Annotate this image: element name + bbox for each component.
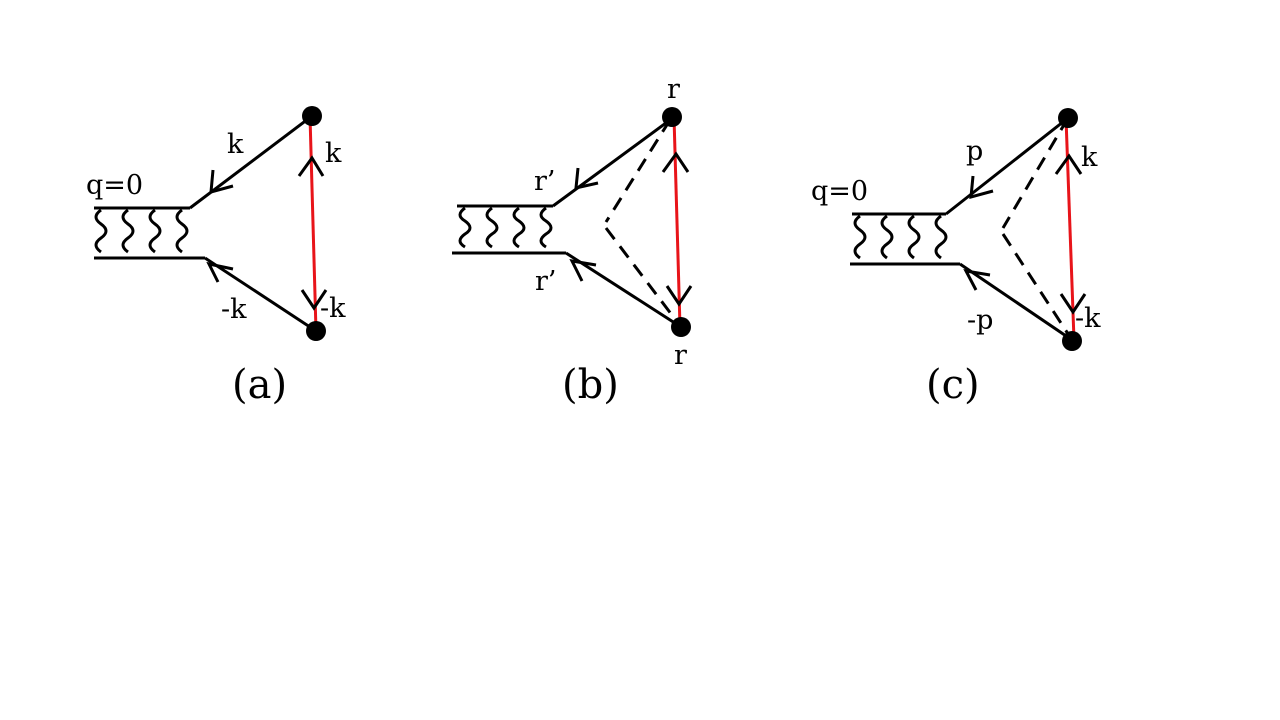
red-line bbox=[1064, 117, 1076, 341]
red-line bbox=[672, 116, 682, 328]
caption-a: (a) bbox=[232, 362, 287, 408]
top-fermion-line bbox=[945, 116, 1069, 216]
dashed-lines bbox=[1001, 117, 1074, 341]
dashed-bottom bbox=[604, 227, 683, 328]
vertex-bottom bbox=[306, 321, 326, 341]
wavy-line bbox=[880, 214, 894, 260]
diagram-b: r r r’ r’ (b) bbox=[452, 74, 693, 408]
dashed-top bbox=[604, 119, 672, 223]
dashed-lines bbox=[604, 119, 683, 328]
bottom-fermion-line bbox=[204, 256, 317, 333]
red-line-arrows bbox=[1054, 153, 1087, 315]
bottom-line-label: -k bbox=[221, 294, 247, 325]
bottom-vertex-label: r bbox=[674, 340, 687, 371]
wavy-line bbox=[121, 208, 135, 254]
arrow-bottom bbox=[963, 269, 991, 291]
top-line-label: k bbox=[227, 129, 244, 160]
arrow-top bbox=[209, 169, 234, 195]
wavy-label: q=0 bbox=[811, 176, 868, 207]
fermion-lines bbox=[552, 118, 682, 329]
wavy-propagator bbox=[94, 206, 205, 260]
wavy-propagator bbox=[850, 212, 960, 266]
fermion-lines bbox=[189, 114, 317, 333]
wavy-label: q=0 bbox=[86, 170, 143, 201]
wavy-line bbox=[853, 214, 867, 260]
wavy-line bbox=[148, 208, 162, 254]
arrow-bottom bbox=[569, 259, 597, 282]
bottom-line-label: r’ bbox=[535, 266, 557, 297]
red-top-label: k bbox=[1081, 142, 1098, 173]
arrow-up bbox=[297, 155, 325, 177]
red-top-label: k bbox=[325, 138, 342, 169]
arrow-down bbox=[300, 289, 328, 311]
top-vertex-label: r bbox=[667, 74, 680, 105]
diagram-a: q=0 k -k k -k (a) bbox=[86, 106, 346, 408]
wavy-line bbox=[94, 208, 108, 254]
bottom-fermion-line bbox=[959, 262, 1073, 342]
top-line-label: r’ bbox=[534, 166, 556, 197]
bottom-fermion-line bbox=[565, 251, 682, 329]
red-line-arrows bbox=[297, 155, 328, 311]
top-fermion-line bbox=[189, 114, 313, 210]
vertex-bottom bbox=[1062, 331, 1082, 351]
vertex-bottom bbox=[671, 317, 691, 337]
arrow-top bbox=[969, 175, 994, 200]
wavy-line bbox=[539, 206, 553, 249]
vertex-top bbox=[1058, 108, 1078, 128]
arrow-bottom bbox=[206, 261, 234, 283]
vertex-top bbox=[302, 106, 322, 126]
wavy-line bbox=[934, 214, 948, 260]
arrow-down bbox=[665, 285, 693, 307]
red-line bbox=[308, 115, 318, 332]
top-line-label: p bbox=[966, 136, 983, 167]
arrow-up bbox=[661, 151, 690, 173]
red-line-arrows bbox=[661, 151, 693, 307]
vertex-top bbox=[662, 107, 682, 127]
wavy-line bbox=[485, 206, 499, 249]
caption-c: (c) bbox=[926, 362, 980, 408]
red-bottom-label: -k bbox=[1075, 303, 1101, 334]
arrow-down bbox=[1059, 293, 1087, 315]
wavy-line bbox=[175, 208, 189, 254]
diagram-c: q=0 p -p k -k (c) bbox=[811, 108, 1101, 408]
arrow-up bbox=[1054, 153, 1083, 175]
red-bottom-label: -k bbox=[320, 293, 346, 324]
dashed-bottom bbox=[1001, 233, 1074, 341]
wavy-line bbox=[458, 206, 472, 249]
arrow-top bbox=[574, 167, 599, 190]
caption-b: (b) bbox=[562, 362, 619, 408]
top-fermion-line bbox=[552, 118, 671, 208]
fermion-lines bbox=[945, 116, 1073, 342]
wavy-line bbox=[907, 214, 921, 260]
wavy-propagator bbox=[452, 204, 566, 255]
bottom-line-label: -p bbox=[967, 305, 993, 336]
wavy-line bbox=[512, 206, 526, 249]
